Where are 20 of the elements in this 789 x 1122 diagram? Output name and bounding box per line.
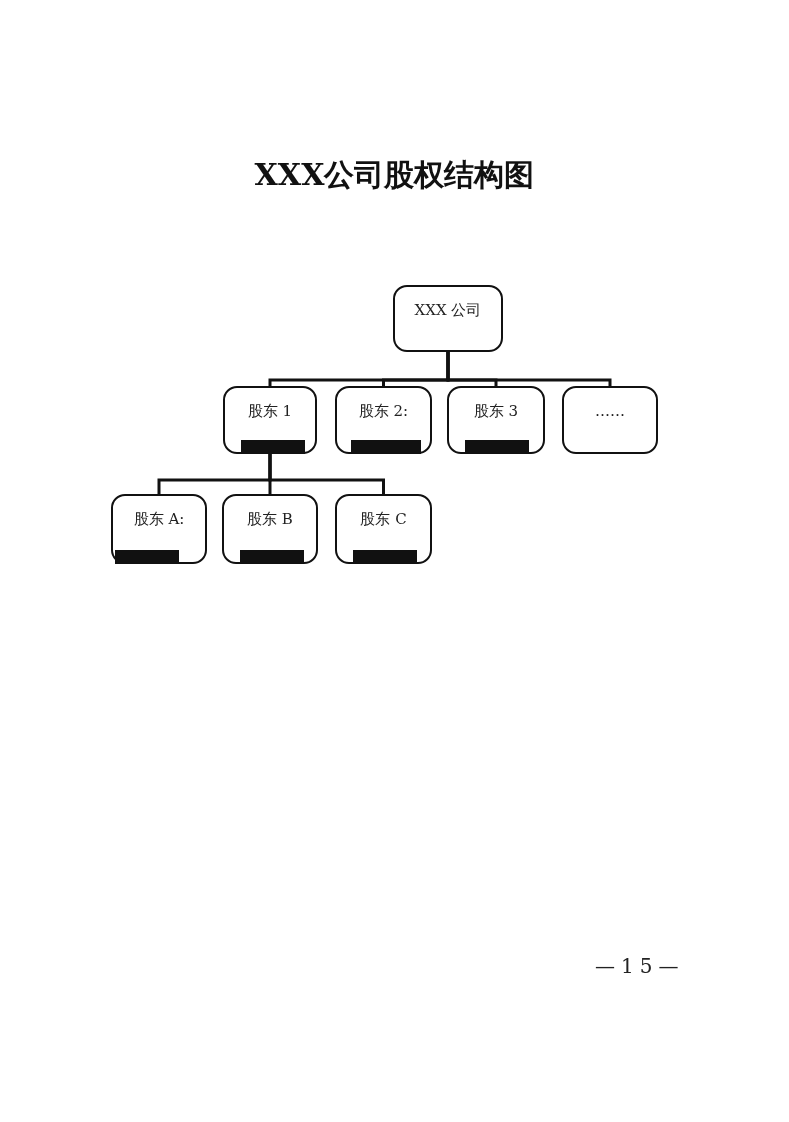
shareholder-box: [447, 386, 545, 454]
box-label: 股东 A:: [132, 510, 186, 529]
box-label: 股东 B: [246, 510, 294, 529]
shareholder-box: [393, 285, 503, 352]
shareholder-box: [335, 386, 432, 454]
shareholder-box: [562, 386, 658, 454]
connector-line: [446, 352, 612, 386]
box-label: 股东 2:: [357, 402, 410, 421]
box-label: ……: [594, 402, 626, 420]
shareholder-box: [111, 494, 207, 564]
box-label: 股东 1: [246, 402, 294, 421]
page-number: —15—: [595, 954, 685, 978]
box-label: 股东 3: [472, 402, 520, 421]
box-label: 股东 C: [359, 510, 408, 529]
connector-line: [268, 454, 385, 494]
shareholder-box: [222, 494, 318, 564]
shareholder-box: [335, 494, 432, 564]
box-label: XXX 公司: [413, 301, 483, 320]
shareholder-box: [223, 386, 317, 454]
title: XXX公司股权结构图: [253, 156, 536, 194]
